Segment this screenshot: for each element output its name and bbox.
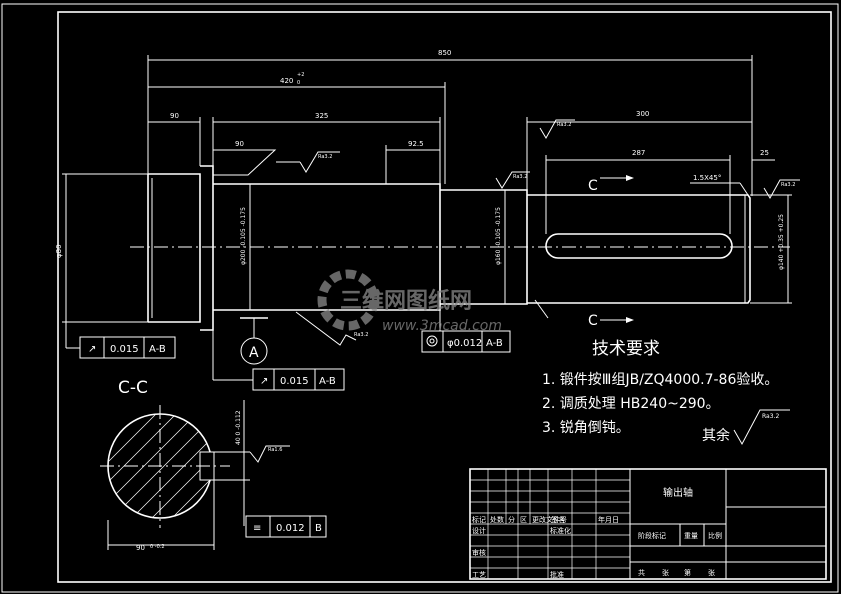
svg-text:↗: ↗ bbox=[88, 344, 96, 355]
svg-text:0.015: 0.015 bbox=[280, 376, 309, 387]
ra-end: Ra3.2 bbox=[781, 182, 795, 188]
svg-text:第: 第 bbox=[684, 568, 691, 577]
svg-text:B: B bbox=[315, 523, 322, 534]
dim-dia-mid: φ200 -0.105 -0.175 bbox=[240, 207, 247, 265]
rest-ra: Ra3.2 bbox=[762, 413, 779, 420]
tech-requirements: 技术要求 1. 锻件按Ⅲ组JB/ZQ4000.7-86验收。 2. 调质处理 H… bbox=[542, 339, 790, 446]
svg-text:审核: 审核 bbox=[472, 548, 486, 557]
shaft-outline bbox=[147, 165, 751, 331]
datum-a: A bbox=[240, 317, 268, 365]
dim-25: 25 bbox=[760, 149, 769, 157]
dim-key-depth: 40 0 -0.112 bbox=[235, 410, 242, 445]
svg-text:标记: 标记 bbox=[472, 515, 486, 524]
dimensions-vertical: φ80 φ200 -0.105 -0.175 φ160 -0.105 -0.17… bbox=[55, 173, 792, 323]
dim-420: 420 bbox=[280, 77, 293, 85]
svg-text:更改文件号: 更改文件号 bbox=[532, 515, 567, 524]
svg-text:签名: 签名 bbox=[551, 515, 565, 524]
svg-text:标准化: 标准化 bbox=[550, 526, 571, 535]
ra-mid: Ra3.2 bbox=[318, 154, 332, 160]
svg-text:设计: 设计 bbox=[472, 526, 486, 535]
svg-text:分: 分 bbox=[508, 515, 515, 524]
svg-text:张: 张 bbox=[662, 568, 669, 577]
dim-287: 287 bbox=[632, 149, 645, 157]
svg-text:A-B: A-B bbox=[486, 338, 503, 349]
svg-text:A-B: A-B bbox=[319, 376, 336, 387]
ra-bottom: Ra3.2 bbox=[354, 332, 368, 338]
rest-label: 其余 bbox=[702, 427, 730, 444]
dim-420-tol-low: 0 bbox=[297, 80, 300, 86]
svg-text:张: 张 bbox=[708, 568, 715, 577]
svg-text:比例: 比例 bbox=[708, 531, 722, 540]
section-title: C-C bbox=[118, 378, 148, 398]
watermark-url: www.3mcad.com bbox=[382, 318, 502, 334]
outer-border bbox=[1, 3, 839, 593]
svg-text:共: 共 bbox=[638, 568, 645, 577]
keyway bbox=[545, 233, 733, 259]
tech-item-3: 3. 锐角倒钝。 bbox=[542, 420, 630, 436]
svg-text:0.015: 0.015 bbox=[110, 344, 139, 355]
dim-92-5: 92.5 bbox=[408, 140, 424, 148]
dim-dia-mid2: φ160 -0.105 -0.175 bbox=[495, 207, 502, 265]
svg-text:区: 区 bbox=[520, 516, 527, 524]
tol-frame-runout-1: ↗ 0.015 A-B bbox=[65, 322, 176, 359]
svg-text:↗: ↗ bbox=[260, 376, 268, 387]
svg-text:重量: 重量 bbox=[684, 532, 698, 540]
part-name: 输出轴 bbox=[663, 486, 693, 499]
svg-text:阶段标记: 阶段标记 bbox=[638, 531, 666, 540]
ra-step: Ra3.2 bbox=[513, 174, 527, 180]
section-mark-c-top: C bbox=[588, 178, 598, 194]
section-view: C-C 40 0 -0.112 90 0 -0.2 Ra1.6 ≡ 0.012 … bbox=[100, 378, 327, 552]
title-block: 输出轴 标记 处数 分 区 更改文件号 签名 年月日 设计 审核 工艺 标准化 … bbox=[469, 468, 827, 580]
watermark: 三维网图纸网 www.3mcad.com bbox=[317, 269, 502, 334]
dim-90: 90 bbox=[170, 112, 179, 120]
dim-dia-right: φ140 +0.35 +0.25 bbox=[778, 214, 785, 270]
svg-text:≡: ≡ bbox=[253, 523, 261, 534]
svg-text:0.012: 0.012 bbox=[276, 523, 305, 534]
tech-item-2: 2. 调质处理 HB240~290。 bbox=[542, 396, 720, 412]
svg-text:处数: 处数 bbox=[490, 515, 504, 524]
section-mark-c-bottom: C bbox=[588, 313, 598, 329]
svg-text:年月日: 年月日 bbox=[598, 515, 619, 524]
dim-420-tol: +2 bbox=[297, 72, 304, 78]
datum-a-label: A bbox=[249, 345, 259, 361]
dim-key-width: 90 bbox=[136, 544, 145, 552]
roughness-marks: Ra3.2 Ra3.2 Ra3.2 Ra3.2 Ra3.2 bbox=[276, 119, 800, 346]
dim-dia-left: φ80 bbox=[55, 244, 63, 258]
ra-right-top: Ra3.2 bbox=[557, 122, 571, 128]
dim-850: 850 bbox=[438, 49, 451, 57]
svg-text:批准: 批准 bbox=[550, 570, 564, 579]
tech-item-1: 1. 锻件按Ⅲ组JB/ZQ4000.7-86验收。 bbox=[542, 372, 778, 388]
dimensions-top: 850 420 +2 0 90 325 90 92.5 300 287 25 bbox=[147, 49, 775, 234]
ra-key: Ra1.6 bbox=[268, 447, 282, 453]
inner-border bbox=[57, 11, 832, 583]
dim-300: 300 bbox=[636, 110, 649, 118]
tol-frame-runout-2: ↗ 0.015 A-B bbox=[212, 330, 345, 391]
svg-text:工艺: 工艺 bbox=[472, 571, 486, 579]
gear-logo-icon bbox=[317, 269, 379, 331]
svg-text:φ0.012: φ0.012 bbox=[447, 338, 482, 349]
dim-key-tol: 0 -0.2 bbox=[150, 544, 165, 550]
tech-title: 技术要求 bbox=[592, 339, 660, 359]
dim-325: 325 bbox=[315, 112, 328, 120]
svg-text:A-B: A-B bbox=[149, 344, 166, 355]
watermark-brand: 三维网图纸网 bbox=[340, 288, 472, 314]
chamfer-label: 1.5X45° bbox=[693, 174, 721, 182]
tol-frame-position: φ0.012 A-B bbox=[421, 304, 511, 353]
dim-90b: 90 bbox=[235, 140, 244, 148]
